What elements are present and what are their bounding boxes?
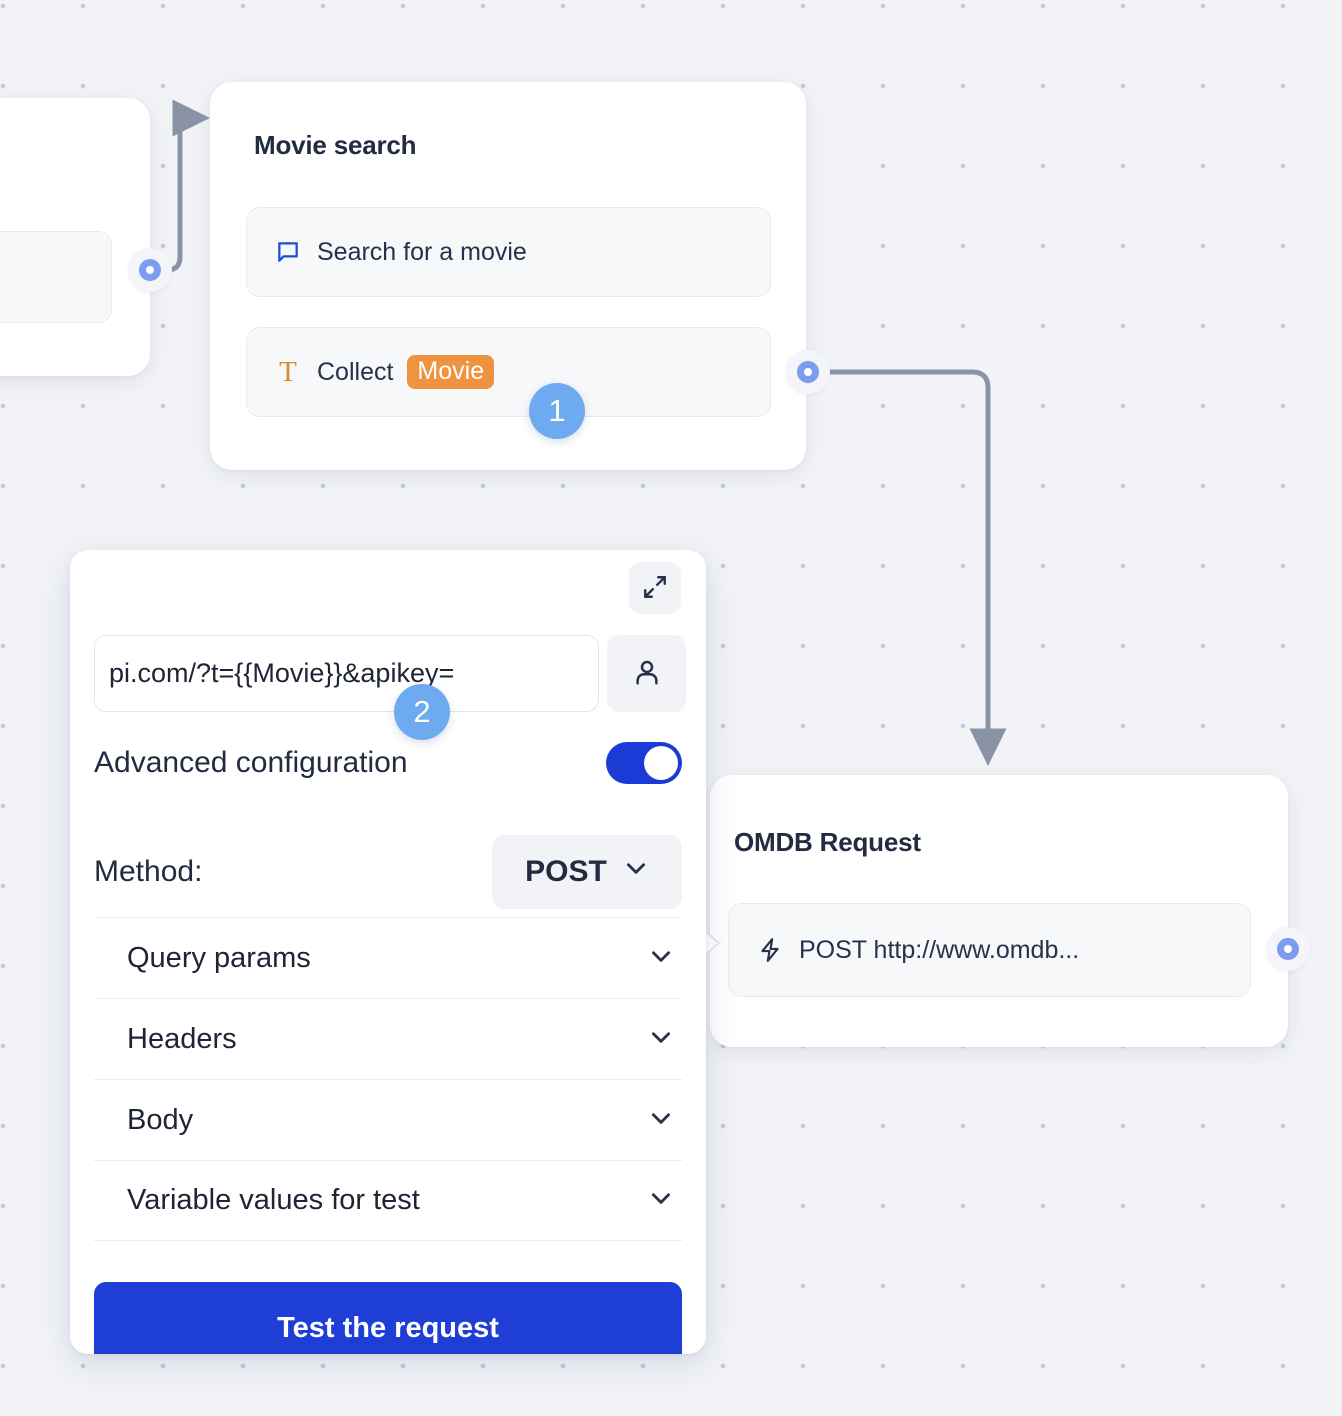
method-label: Method:: [94, 855, 203, 888]
method-select[interactable]: POST: [492, 835, 682, 909]
previous-node-row[interactable]: [0, 231, 112, 323]
chevron-down-icon: [648, 1185, 674, 1216]
node-movie-search[interactable]: Movie search Search for a movie T Collec…: [210, 82, 806, 470]
request-url-input[interactable]: [94, 635, 599, 712]
chevron-down-icon: [648, 1105, 674, 1136]
node-title-omdb-request: OMDB Request: [734, 827, 921, 857]
expand-panel-button[interactable]: [629, 562, 681, 614]
advanced-configuration-label: Advanced configuration: [94, 746, 408, 779]
connector-dot-previous-out[interactable]: [128, 248, 172, 292]
node-row-label-collect: Collect Movie: [317, 354, 495, 390]
node-title-movie-search: Movie search: [254, 130, 417, 160]
accordion-item-body[interactable]: Body: [94, 1079, 682, 1160]
message-icon: [275, 239, 301, 265]
accordion-label: Body: [127, 1103, 194, 1136]
expand-diagonal-icon: [642, 574, 668, 603]
node-row-omdb-post[interactable]: POST http://www.omdb...: [728, 903, 1251, 997]
auth-user-button[interactable]: [607, 635, 686, 712]
advanced-configuration-toggle[interactable]: [606, 742, 682, 784]
node-row-search-for-a-movie[interactable]: Search for a movie: [246, 207, 771, 297]
accordion-label: Headers: [127, 1022, 237, 1055]
node-row-label-omdb: POST http://www.omdb...: [799, 935, 1080, 964]
chevron-down-icon: [648, 943, 674, 974]
variable-pill-movie[interactable]: Movie: [407, 354, 495, 390]
method-value: POST: [525, 855, 607, 888]
accordion-item-headers[interactable]: Headers: [94, 998, 682, 1079]
accordion-item-query-params[interactable]: Query params: [94, 917, 682, 998]
test-the-request-button[interactable]: Test the request: [94, 1282, 682, 1354]
method-row: Method: POST: [94, 835, 682, 909]
user-icon: [632, 657, 662, 690]
url-row: [94, 635, 686, 712]
step-badge-2: 2: [394, 684, 450, 740]
previous-node-partial[interactable]: [0, 98, 150, 376]
accordion-label: Variable values for test: [127, 1184, 420, 1216]
chevron-down-icon: [648, 1024, 674, 1055]
accordion-sections: Query params Headers Body Variable value…: [94, 917, 682, 1241]
advanced-configuration-row: Advanced configuration: [94, 742, 682, 784]
text-field-icon: T: [279, 355, 297, 388]
node-omdb-request[interactable]: OMDB Request POST http://www.omdb...: [697, 775, 1288, 1047]
lightning-bolt-icon: [757, 936, 783, 964]
chevron-down-icon: [623, 855, 649, 889]
step-badge-1: 1: [529, 383, 585, 439]
collect-label: Collect: [317, 357, 394, 386]
connector-dot-movie-search-out[interactable]: [786, 350, 830, 394]
accordion-item-variable-values-for-test[interactable]: Variable values for test: [94, 1160, 682, 1241]
connector-dot-omdb-out[interactable]: [1266, 927, 1310, 971]
request-config-panel[interactable]: Advanced configuration Method: POST Quer…: [70, 550, 706, 1354]
accordion-label: Query params: [127, 941, 311, 974]
node-row-collect-movie[interactable]: T Collect Movie: [246, 327, 771, 417]
node-row-label: Search for a movie: [317, 237, 527, 266]
